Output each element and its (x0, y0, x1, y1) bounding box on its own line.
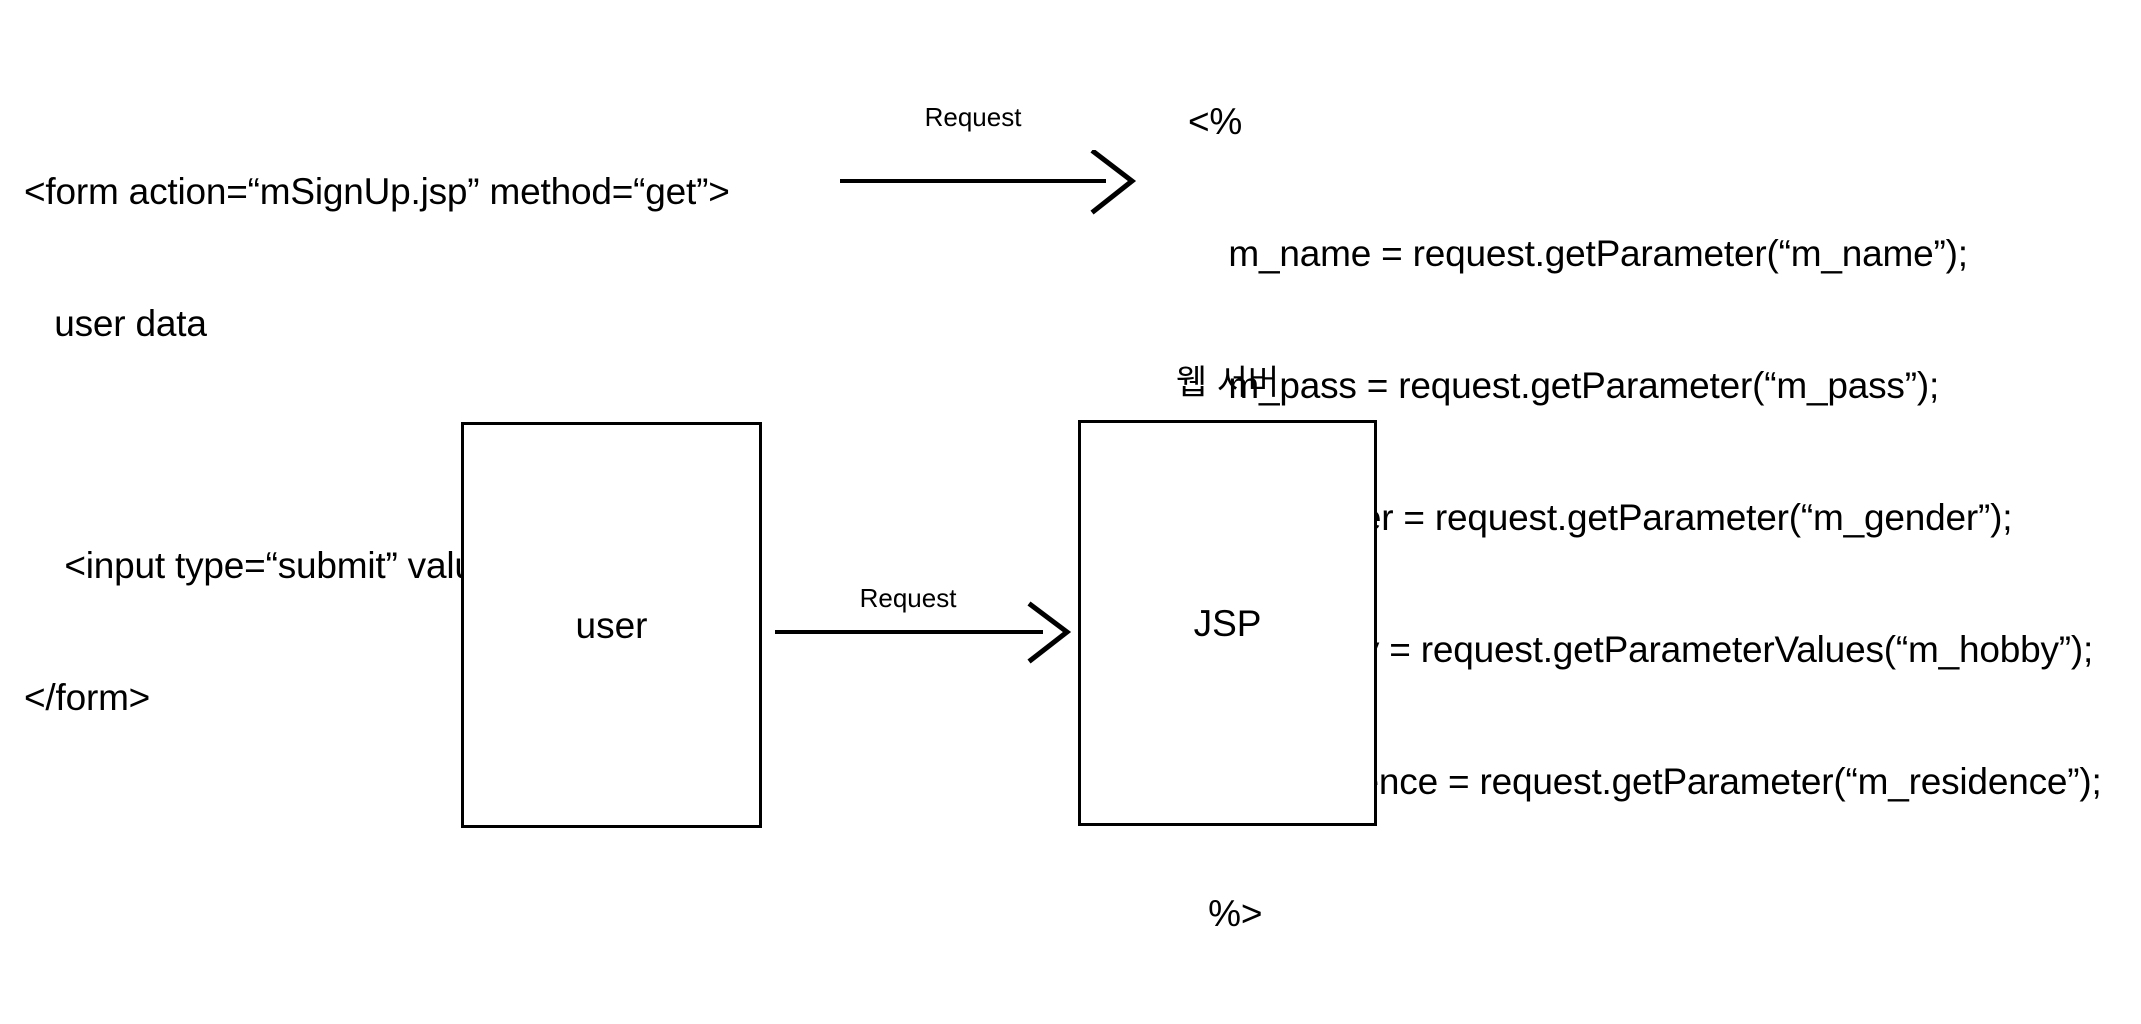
web-server-caption: 웹 서버 (1175, 364, 1280, 402)
top-request-arrow (838, 150, 1138, 220)
user-node-label: user (575, 604, 648, 646)
form-code-line-2: user data (24, 303, 207, 344)
jsp-node-box: JSP (1078, 420, 1377, 826)
user-node-box: user (461, 422, 762, 828)
bottom-request-arrow (773, 601, 1073, 671)
jsp-code-line-3: m_pass = request.getParameter(“m_pass”); (1188, 365, 1940, 406)
form-code-line-5: </form> (24, 677, 151, 718)
top-request-arrow-label: Request (924, 102, 1022, 132)
diagram-canvas: <form action=“mSignUp.jsp” method=“get”>… (24, 101, 2102, 934)
jsp-code-line-2: m_name = request.getParameter(“m_name”); (1188, 233, 1968, 274)
jsp-code-line-1: <% (1188, 101, 1243, 142)
form-code-line-1: <form action=“mSignUp.jsp” method=“get”> (24, 171, 730, 212)
jsp-code-line-7: %> (1188, 893, 1263, 934)
jsp-node-label: JSP (1193, 602, 1262, 644)
bottom-request-arrow-label: Request (859, 583, 957, 613)
